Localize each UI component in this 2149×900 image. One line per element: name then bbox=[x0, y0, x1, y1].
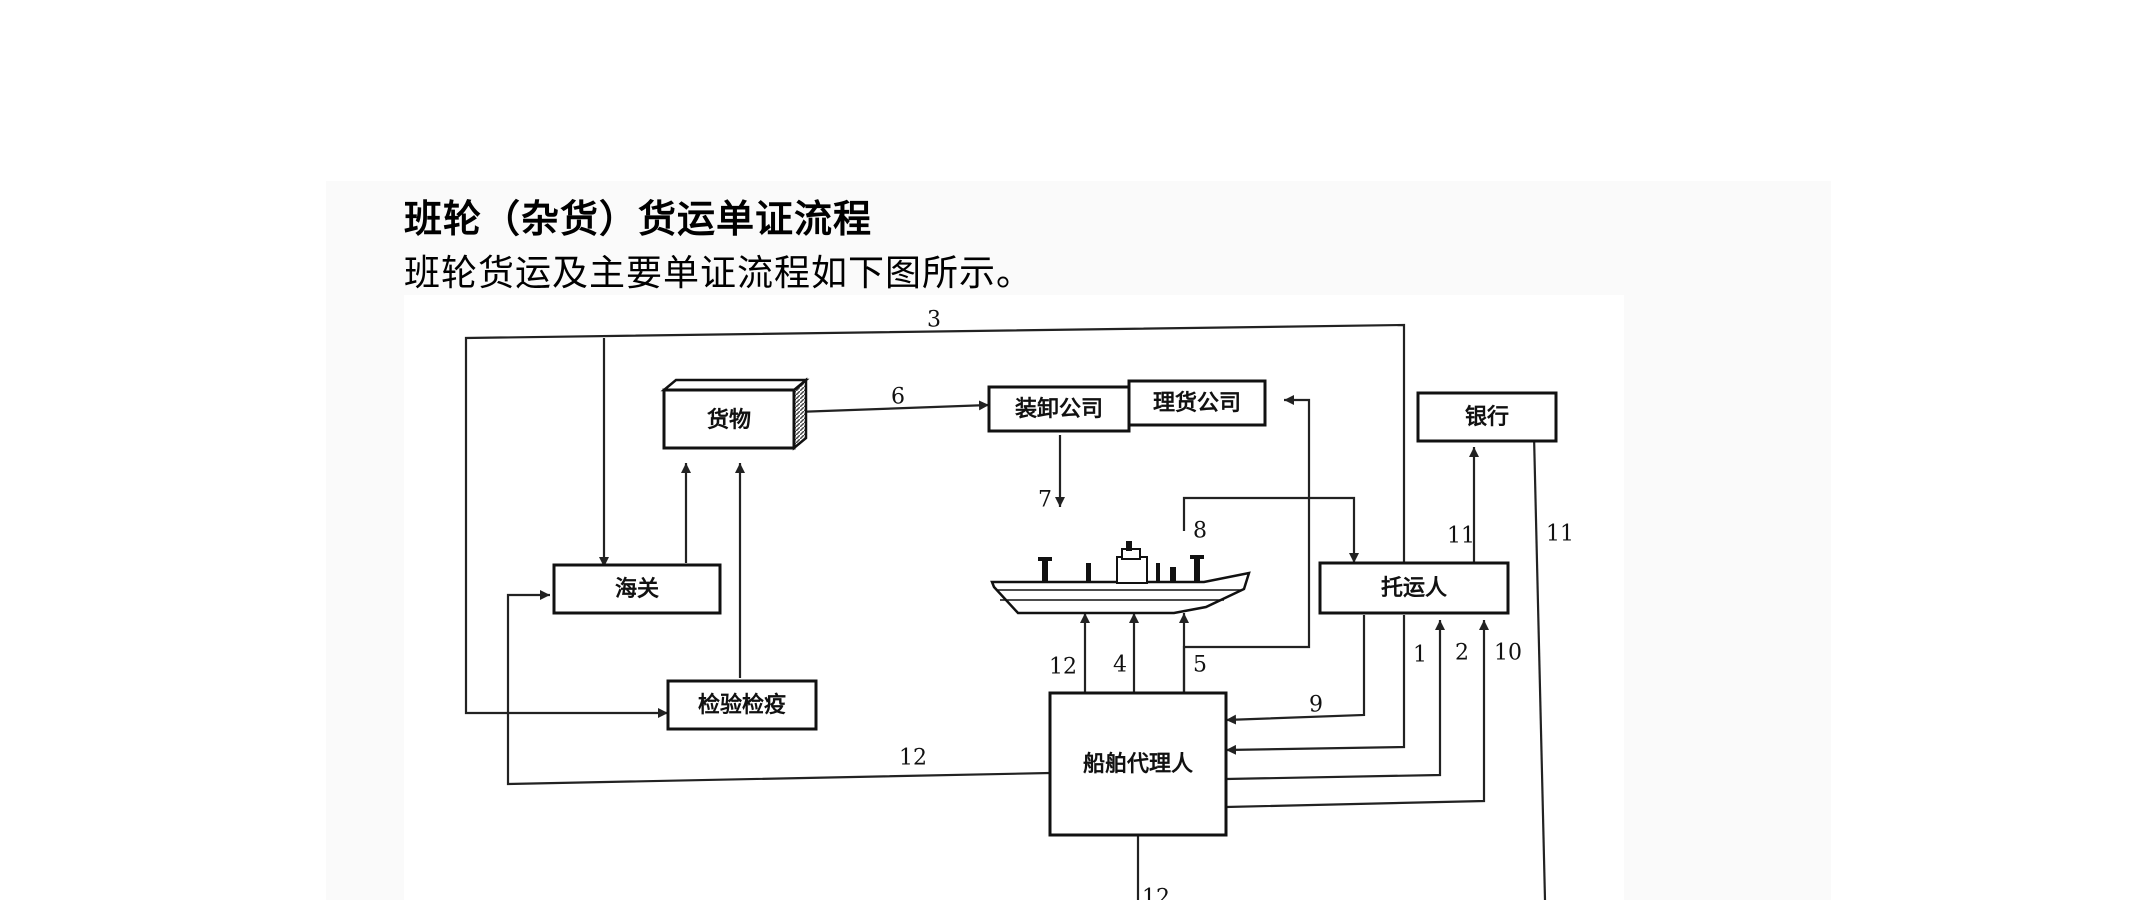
flow-diagram-figure: 货物 装卸公司 理货公司 银行 海关 托运人 检验检疫 船舶代理 bbox=[404, 295, 1624, 900]
node-ship-agent-label: 船舶代理人 bbox=[1083, 751, 1193, 777]
edge-10 bbox=[1225, 620, 1489, 809]
edge-12-customs bbox=[506, 590, 1051, 786]
node-inspection: 检验检疫 bbox=[666, 679, 818, 731]
flow-connections bbox=[464, 323, 1547, 900]
edge-label-7: 7 bbox=[1038, 488, 1052, 513]
edge-3-to-inspection bbox=[464, 323, 1406, 718]
node-shipper: 托运人 bbox=[1318, 561, 1510, 615]
node-bank-label: 银行 bbox=[1465, 404, 1509, 430]
node-stevedore-label: 装卸公司 bbox=[1015, 396, 1103, 422]
edge-label-12b: 12 bbox=[1049, 655, 1077, 680]
edge-label-11a: 11 bbox=[1447, 524, 1475, 549]
edge-label-2: 2 bbox=[1455, 641, 1469, 666]
node-cargo: 货物 bbox=[660, 377, 810, 451]
node-cargo-label: 货物 bbox=[707, 407, 751, 433]
node-shipper-label: 托运人 bbox=[1381, 575, 1447, 601]
node-tally-label: 理货公司 bbox=[1153, 390, 1241, 416]
edge-labels: 3 6 7 8 11 11 1 2 10 12 12 4 5 9 12 bbox=[891, 308, 1574, 900]
edge-6 bbox=[795, 400, 990, 414]
document-intro-text: 班轮货运及主要单证流程如下图所示。 bbox=[404, 253, 1034, 294]
edge-label-12c: 12 bbox=[1142, 886, 1170, 900]
edge-9 bbox=[1225, 615, 1366, 725]
document-heading: 班轮（杂货）货运单证流程 bbox=[404, 196, 873, 241]
edge-label-3: 3 bbox=[927, 308, 941, 333]
edge-8 bbox=[1182, 496, 1359, 563]
edge-1 bbox=[1225, 615, 1406, 755]
edge-label-12a: 12 bbox=[899, 746, 927, 771]
node-tally: 理货公司 bbox=[1127, 379, 1267, 427]
edge-label-11b: 11 bbox=[1546, 522, 1574, 547]
edge-label-6: 6 bbox=[891, 385, 905, 410]
node-inspection-label: 检验检疫 bbox=[698, 692, 786, 718]
edge-label-10: 10 bbox=[1494, 641, 1522, 666]
edge-label-5: 5 bbox=[1193, 653, 1207, 678]
edge-label-4: 4 bbox=[1113, 653, 1127, 678]
node-ship-agent: 船舶代理人 bbox=[1048, 691, 1228, 837]
edge-5 bbox=[1182, 395, 1311, 693]
node-customs-label: 海关 bbox=[615, 576, 659, 602]
node-customs: 海关 bbox=[552, 563, 722, 615]
edge-label-1: 1 bbox=[1413, 643, 1427, 668]
ship-icon bbox=[990, 541, 1251, 615]
edge-label-8: 8 bbox=[1193, 519, 1207, 544]
edge-label-9: 9 bbox=[1309, 693, 1323, 718]
edge-2 bbox=[1225, 620, 1445, 781]
edge-11-down bbox=[1532, 434, 1547, 900]
node-bank: 银行 bbox=[1416, 391, 1558, 443]
node-stevedore: 装卸公司 bbox=[987, 385, 1131, 433]
flow-diagram-svg: 货物 装卸公司 理货公司 银行 海关 托运人 检验检疫 船舶代理 bbox=[464, 308, 1574, 900]
